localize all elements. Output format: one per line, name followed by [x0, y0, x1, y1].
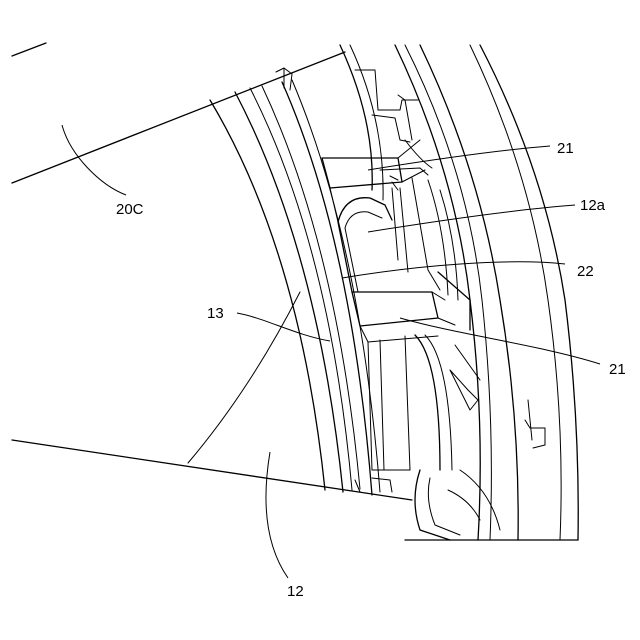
lower-details [355, 335, 500, 540]
label-21-upper: 21 [557, 140, 574, 157]
label-20c: 20C [116, 201, 144, 218]
top-tab [276, 68, 292, 90]
rim-13 [210, 80, 380, 495]
label-12: 12 [287, 583, 304, 600]
label-22: 22 [577, 263, 594, 280]
recess-12a [338, 178, 440, 290]
rib-22 [338, 180, 470, 330]
body-12 [12, 292, 412, 500]
label-12a: 12a [580, 197, 606, 214]
boss-21-lower [352, 292, 455, 342]
reference-labels: 20C 21 12a 22 13 21 12 [116, 140, 626, 600]
edge-clip [525, 400, 545, 448]
boss-21-upper [322, 140, 425, 222]
label-21-lower: 21 [609, 361, 626, 378]
label-13: 13 [207, 305, 224, 322]
